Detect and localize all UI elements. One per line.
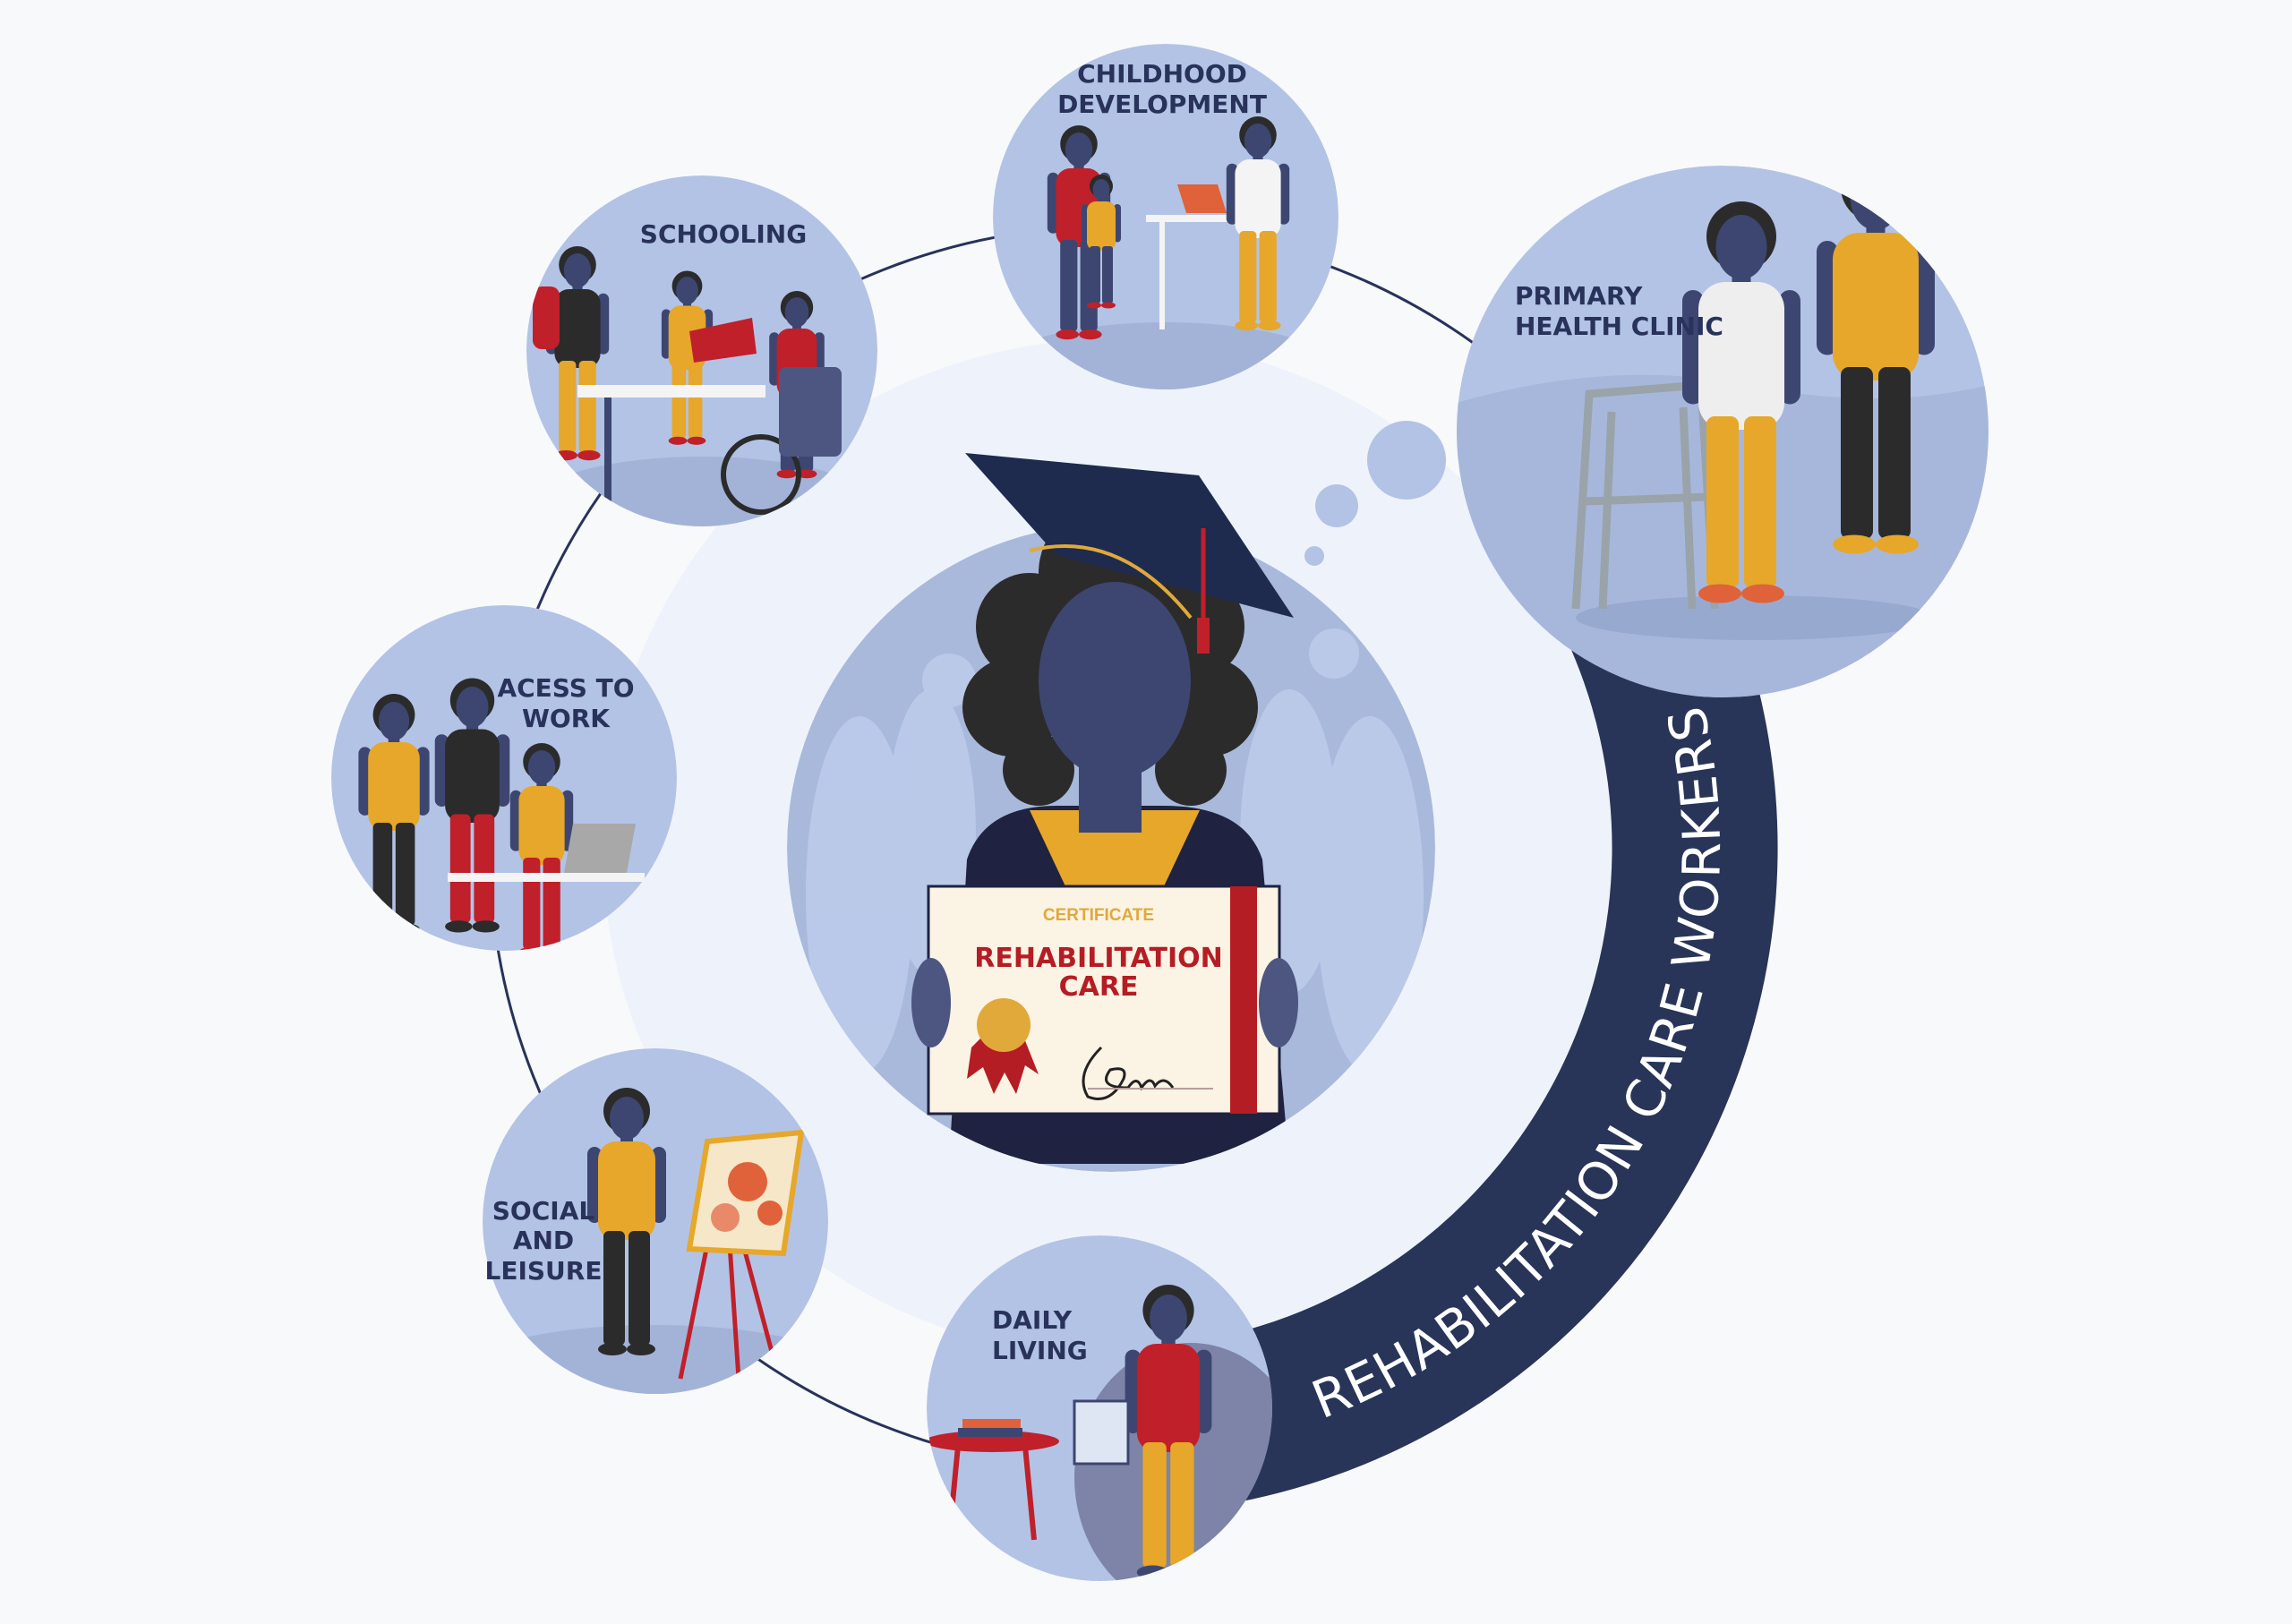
- care-workers-band: [1154, 566, 1778, 1512]
- daily-label-line2: LIVING: [992, 1336, 1088, 1365]
- work-label-line2: WORK: [522, 704, 611, 733]
- thought-bubbles: [1304, 421, 1446, 566]
- childhood-label-line1: CHILDHOOD: [1077, 59, 1247, 89]
- certificate-title-line2: CARE: [1059, 971, 1139, 1003]
- childhood-development-circle: CHILDHOOD DEVELOPMENT: [993, 44, 1338, 389]
- graduation-cap-icon: [965, 453, 1294, 654]
- access-to-work-circle: ACESS TO WORK: [331, 605, 677, 951]
- work-label-line1: ACESS TO: [497, 673, 634, 703]
- award-ribbon-icon: [967, 998, 1039, 1094]
- childhood-label-line2: DEVELOPMENT: [1057, 90, 1267, 119]
- certificate-heading: CERTIFICATE: [1043, 906, 1154, 925]
- daily-label-line1: DAILY: [992, 1305, 1073, 1335]
- social-label-line3: LEISURE: [485, 1256, 603, 1286]
- certificate-title-line1: REHABILITATION: [974, 943, 1223, 974]
- easel-icon: [678, 1129, 805, 1380]
- schooling-circle: SCHOOLING: [526, 175, 877, 526]
- signature: [1082, 1046, 1175, 1100]
- social-label-line2: AND: [513, 1226, 574, 1255]
- schooling-label: SCHOOLING: [640, 219, 807, 249]
- primary-health-label-line1: PRIMARY: [1515, 281, 1643, 311]
- certificate: CERTIFICATE REHABILITATION CARE: [911, 885, 1298, 1115]
- books-icon: [958, 1419, 1022, 1437]
- primary-health-label-line2: HEALTH CLINIC: [1515, 312, 1723, 341]
- social-label-line1: SOCIAL: [492, 1196, 595, 1226]
- daily-living-circle: DAILY LIVING: [927, 1235, 1272, 1581]
- primary-health-clinic-circle: PRIMARY HEALTH CLINIC: [1457, 166, 1988, 697]
